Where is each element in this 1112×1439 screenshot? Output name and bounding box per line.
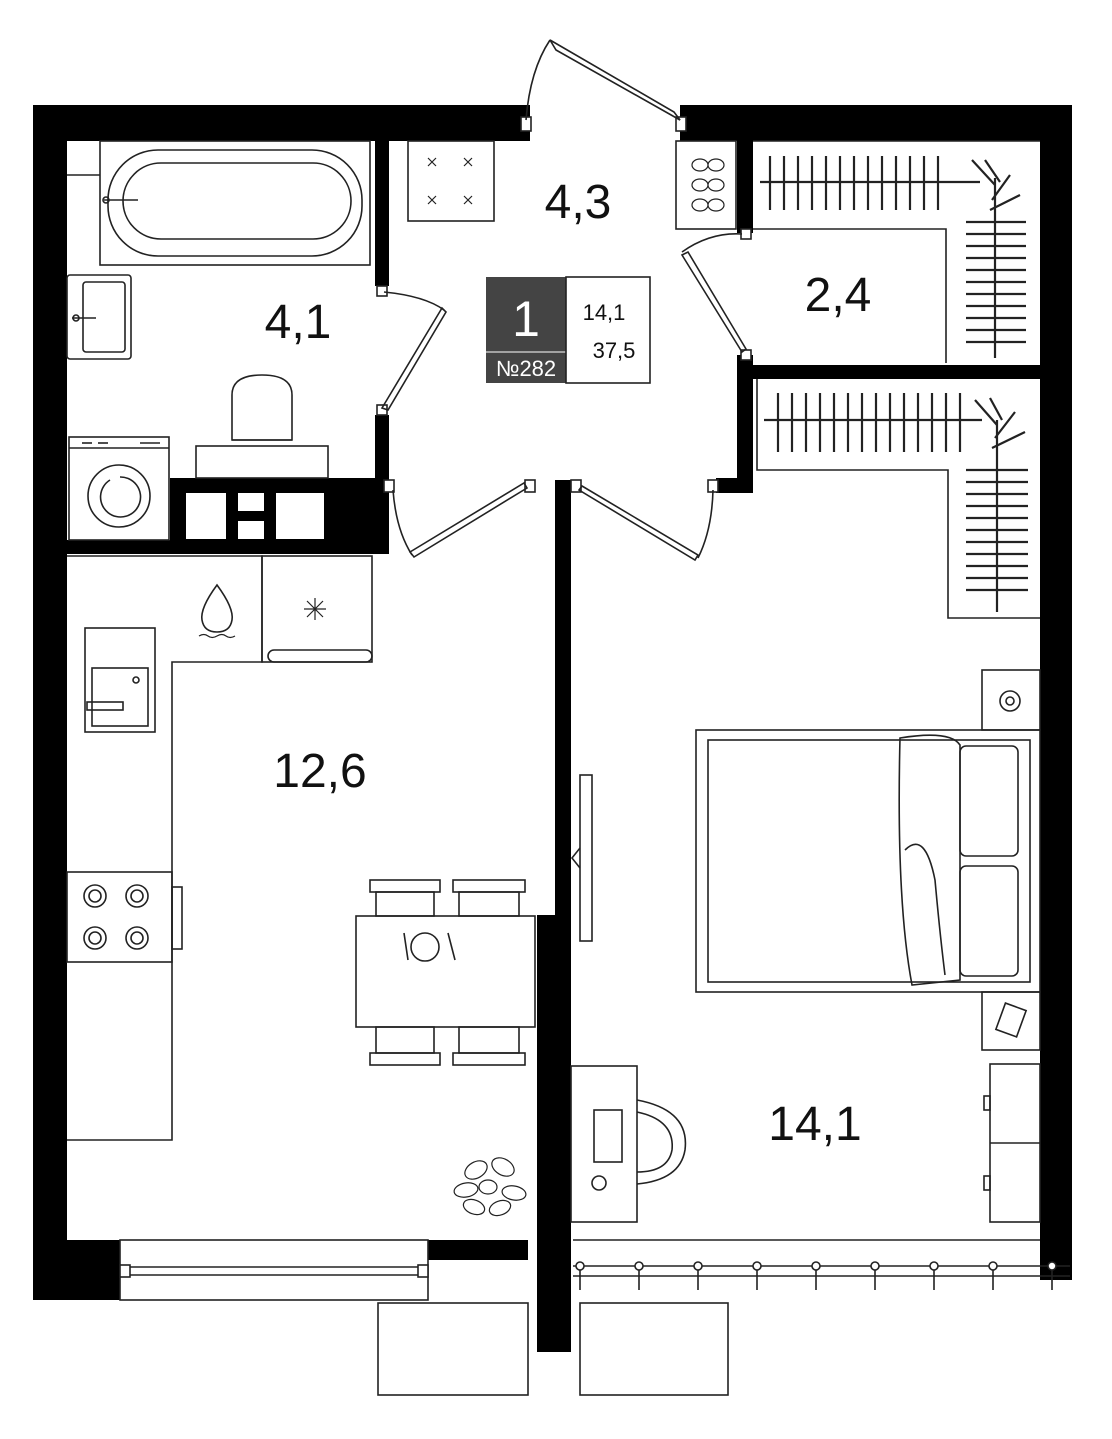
window-post — [988, 1261, 998, 1271]
hanger-line — [974, 399, 998, 426]
hanger-line — [989, 194, 1021, 211]
hanger-line — [994, 411, 1016, 439]
window-post — [575, 1261, 585, 1271]
wardrobe-area-label: 2,4 — [805, 269, 872, 322]
window-post — [752, 1261, 762, 1271]
walls — [33, 105, 1072, 1352]
plant-icon — [453, 1157, 527, 1217]
window-post — [1047, 1261, 1057, 1271]
hall — [383, 140, 752, 562]
total-area: 37,5 — [593, 338, 636, 363]
hanger-line — [984, 159, 1001, 183]
plate-icon — [403, 932, 456, 962]
burners — [83, 884, 149, 950]
window-post — [811, 1261, 821, 1271]
hanger-line — [991, 431, 1026, 449]
window-post — [693, 1261, 703, 1271]
kitchen — [66, 555, 536, 1301]
bedroom — [377, 669, 1070, 1396]
rooms-count: 1 — [512, 291, 540, 347]
water-drop-icon — [198, 583, 236, 639]
hanger-line — [991, 174, 1011, 201]
hanger-line — [971, 159, 996, 186]
snowflake-icon — [304, 598, 326, 620]
x-marks — [427, 157, 473, 205]
bathroom-area-label: 4,1 — [265, 296, 332, 349]
bedroom-wardrobe — [756, 379, 1040, 619]
wardrobe-hangers — [753, 140, 1040, 363]
bedroom-area-label: 14,1 — [768, 1098, 861, 1151]
apartment-number: №282 — [496, 356, 556, 381]
window-post — [870, 1261, 880, 1271]
window-post — [634, 1261, 644, 1271]
kitchen-area-label: 12,6 — [273, 745, 366, 798]
shoes-icon — [691, 158, 725, 212]
apartment-badge: 1 №282 14,1 37,5 — [486, 276, 651, 384]
window-post — [929, 1261, 939, 1271]
living-area: 14,1 — [583, 300, 626, 325]
bathroom — [66, 140, 448, 541]
hall-area-label: 4,3 — [545, 176, 612, 229]
hanger-line — [989, 397, 1003, 421]
entrance-door[interactable] — [520, 39, 687, 132]
